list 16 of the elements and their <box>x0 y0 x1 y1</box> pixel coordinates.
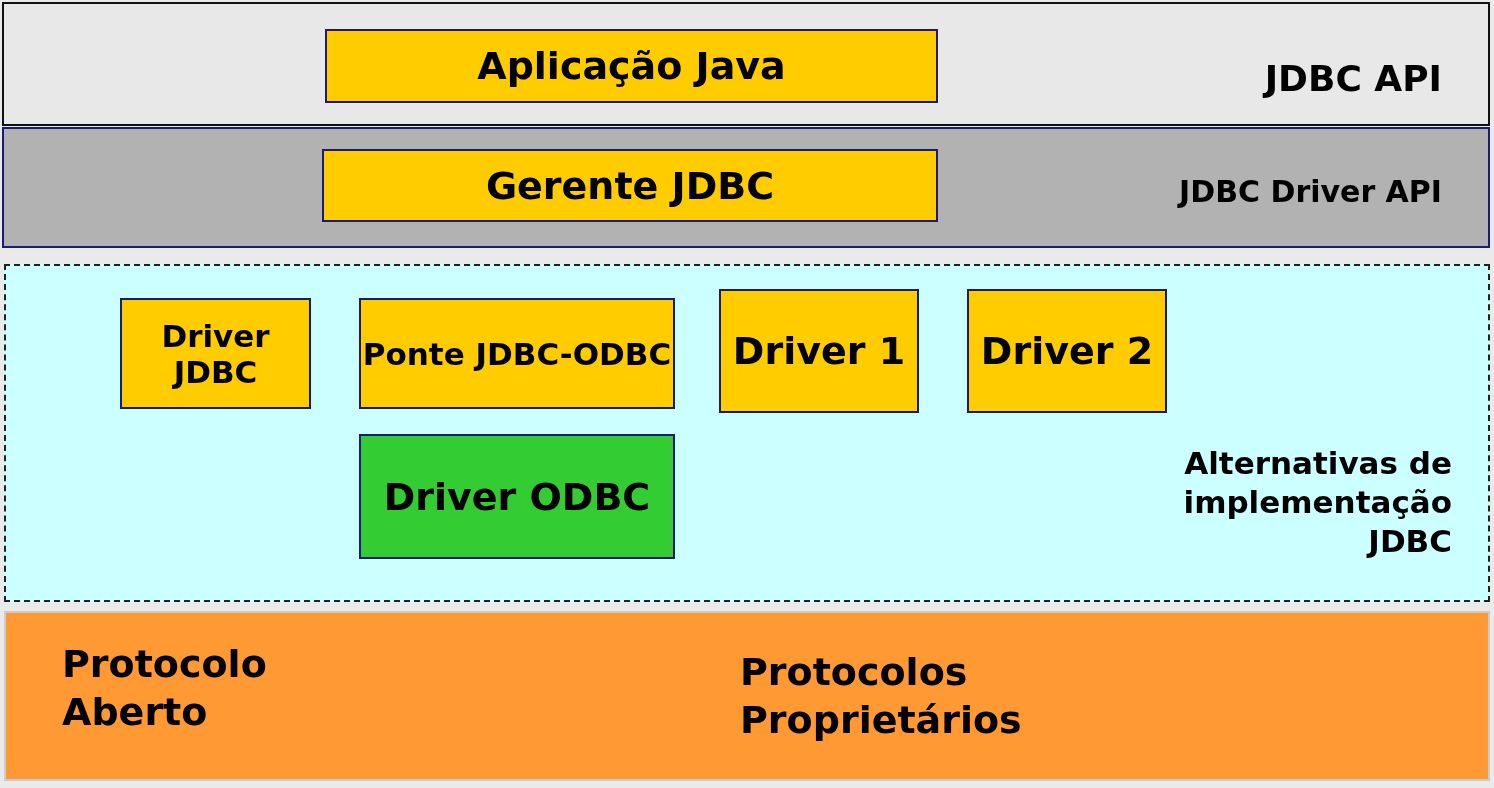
driver-box: Driver JDBC <box>120 298 311 409</box>
layer-band <box>2 127 1490 248</box>
driver-box: Driver 2 <box>967 289 1167 413</box>
layer-label: Protocolo Aberto <box>62 641 268 736</box>
layer-label: JDBC Driver API <box>1176 173 1442 211</box>
driver-box: Driver ODBC <box>359 434 675 559</box>
layer-band <box>4 264 1490 602</box>
component-box: Gerente JDBC <box>322 149 938 222</box>
layer-band <box>2 2 1490 126</box>
driver-box: Ponte JDBC-ODBC <box>359 298 675 409</box>
component-box: Aplicação Java <box>325 29 938 103</box>
layer-label: Alternativas de implementação JDBC <box>1182 444 1452 561</box>
layer-label: JDBC API <box>1261 57 1442 101</box>
driver-box: Driver 1 <box>719 289 919 413</box>
layer-label: Protocolos Proprietários <box>740 649 1023 744</box>
layer-band <box>4 611 1490 781</box>
